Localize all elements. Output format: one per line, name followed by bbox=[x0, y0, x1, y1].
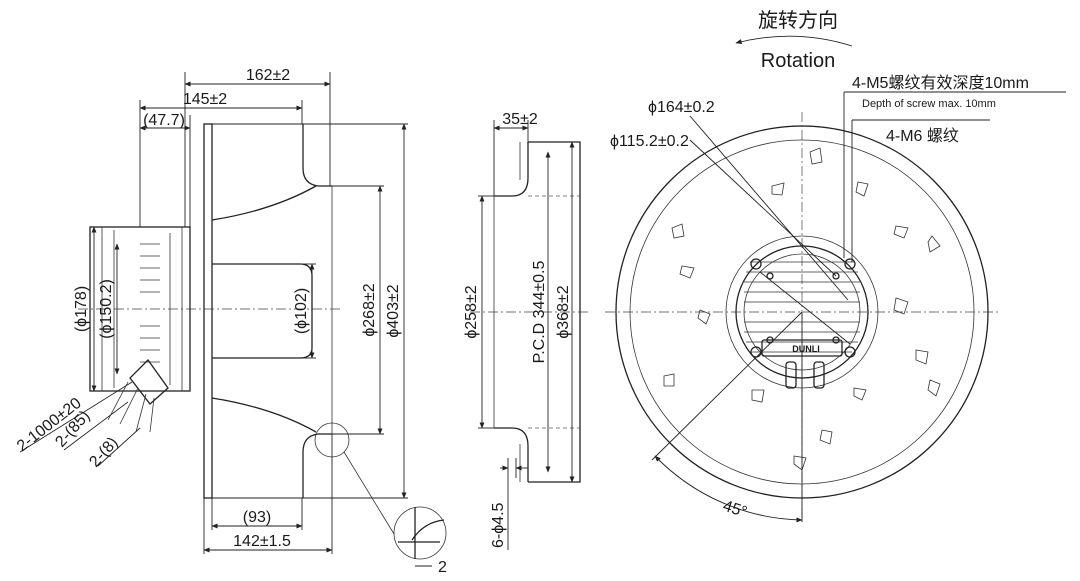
rotation-title-en: Rotation bbox=[761, 50, 836, 72]
dim-162: 162±2 bbox=[246, 67, 290, 84]
dim-102: (ϕ102) bbox=[293, 288, 310, 334]
dim-150: (ϕ150.2) bbox=[98, 279, 115, 339]
blade-pads bbox=[663, 147, 941, 471]
dim-pcd: P.C.D 344±0.5 bbox=[531, 261, 548, 364]
impeller-blade-top bbox=[211, 185, 317, 221]
dim-368: ϕ368±2 bbox=[555, 285, 572, 338]
rotation-arrow bbox=[735, 35, 853, 47]
dim-164: ϕ164±0.2 bbox=[648, 99, 715, 116]
detail-view bbox=[393, 506, 447, 560]
section-view: 35±2 ϕ258±2 P.C.D 344±0.5 ϕ368±2 6-ϕ4.5 bbox=[463, 111, 590, 550]
dim-47: (47.7) bbox=[143, 112, 185, 129]
cable-connector-right bbox=[813, 361, 825, 389]
front-view: DUNLI 4-M5螺纹有效深度10mm Depth of screw max.… bbox=[605, 74, 1066, 523]
side-view: 2 162±2 145±2 (47.7) (ϕ178) (ϕ150.2) (ϕ1… bbox=[14, 67, 447, 576]
dim-detail-2: 2 bbox=[438, 559, 447, 576]
shroud-bottom bbox=[302, 433, 332, 498]
dim-93: (93) bbox=[243, 509, 271, 526]
dim-115: ϕ115.2±0.2 bbox=[610, 133, 689, 150]
dim-403: ϕ403±2 bbox=[385, 284, 402, 337]
label-m6: 4-M6 螺纹 bbox=[886, 127, 959, 145]
dim-142: 142±1.5 bbox=[233, 533, 291, 550]
dim-258: ϕ258±2 bbox=[463, 285, 480, 338]
dim-268: ϕ268±2 bbox=[361, 283, 378, 336]
dim-35: 35±2 bbox=[502, 111, 538, 128]
motor-fins bbox=[140, 243, 160, 363]
shroud-top bbox=[302, 124, 332, 187]
label-m5: 4-M5螺纹有效深度10mm bbox=[852, 74, 1029, 92]
inlet-ring bbox=[528, 141, 581, 483]
brand-logo: DUNLI bbox=[792, 344, 820, 354]
rotation-title-cn: 旋转方向 bbox=[758, 9, 838, 32]
angle-45: 45° bbox=[721, 498, 749, 522]
screw-holes bbox=[750, 258, 856, 358]
backplate bbox=[203, 123, 213, 499]
label-depth: Depth of screw max. 10mm bbox=[862, 98, 996, 110]
dim-178: (ϕ178) bbox=[73, 286, 90, 332]
cable-connector-left bbox=[785, 361, 797, 389]
impeller-blade-bottom bbox=[211, 397, 317, 433]
dim-cable-8: 2-(8) bbox=[86, 434, 121, 470]
dim-145: 145±2 bbox=[183, 91, 227, 108]
angle-arc bbox=[654, 455, 803, 523]
dim-holes: 6-ϕ4.5 bbox=[490, 502, 507, 548]
rotation-indicator: 旋转方向 Rotation bbox=[735, 9, 853, 72]
cable-gland bbox=[107, 358, 169, 433]
